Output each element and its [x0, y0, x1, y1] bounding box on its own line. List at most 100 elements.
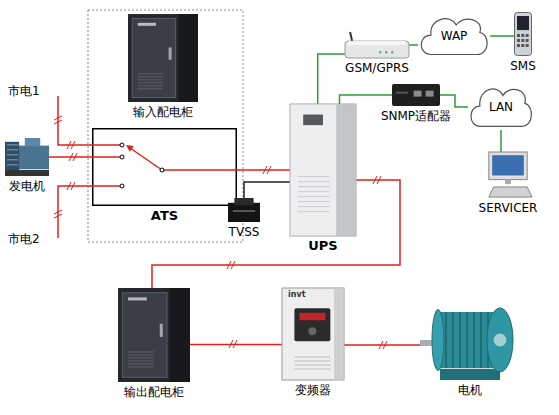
node-label: 电机	[458, 383, 482, 397]
vent-line	[138, 88, 163, 89]
ats-switch-blade	[130, 148, 162, 170]
brand-logo-text: invt	[288, 290, 305, 300]
monitor	[489, 152, 527, 180]
ups-vent	[298, 196, 330, 197]
node-shape	[228, 198, 260, 222]
vent-line	[128, 351, 154, 352]
keyboard	[489, 187, 532, 197]
node-label: LAN	[468, 100, 534, 114]
motor-rib	[445, 312, 447, 368]
node-label: SERVICER	[479, 201, 538, 215]
wire-line	[440, 95, 468, 107]
cabinet-icon: 输出配电柜	[118, 288, 190, 382]
ats-input-line	[92, 144, 120, 146]
adapter-port	[426, 91, 434, 97]
phone-screen	[517, 16, 529, 30]
wire-line	[490, 35, 514, 37]
node-shape	[128, 14, 198, 102]
motor-flange	[432, 310, 444, 371]
inverter-display	[299, 313, 325, 320]
vent-line	[128, 357, 154, 358]
inverter-vent	[294, 365, 330, 366]
dashed-group-box	[88, 10, 243, 242]
motor-fan-cover	[487, 308, 513, 372]
radiator-grid	[7, 149, 18, 150]
cloud-shape: LAN	[468, 84, 534, 130]
node-shape	[282, 288, 344, 380]
node-label: SMS	[510, 59, 536, 73]
inverter-icon: 变频器	[282, 288, 344, 380]
wire-line	[190, 344, 282, 346]
wire-line	[500, 130, 502, 152]
phone-key	[521, 34, 524, 37]
phone-key	[517, 34, 520, 37]
ups-vent	[298, 186, 330, 187]
wire-connector	[318, 54, 345, 104]
phone-key	[526, 44, 529, 47]
adapter-port	[414, 91, 422, 97]
inverter-vent	[294, 361, 330, 362]
tvss-top	[234, 198, 253, 205]
cabinet-body	[128, 14, 198, 102]
motor-icon: 电机	[420, 300, 520, 380]
ups-vent	[298, 206, 330, 207]
modem-icon: GSM/GPRS	[345, 32, 409, 58]
phone-key	[517, 44, 520, 47]
node-label: 输出配电柜	[124, 385, 184, 399]
cabinet-side	[170, 288, 190, 382]
vent-line	[128, 354, 154, 355]
node-shape	[345, 32, 409, 58]
node-shape	[290, 104, 356, 236]
node-label: ATS	[151, 209, 178, 223]
cabinet-side	[178, 14, 198, 102]
ups-vent	[298, 176, 330, 177]
mains-wire	[58, 186, 92, 238]
radiator-grid	[7, 164, 18, 165]
mains-wire	[58, 96, 92, 145]
wire-connector	[409, 45, 418, 46]
computer-icon: SERVICER	[484, 152, 532, 198]
radiator-grid	[7, 159, 18, 160]
node-shape	[5, 138, 49, 176]
phone-key	[521, 39, 524, 42]
node-label: TVSS	[229, 225, 260, 239]
ups-display	[303, 115, 323, 126]
node-label: GSM/GPRS	[345, 61, 409, 75]
monitor-screen	[492, 155, 524, 175]
cabinet-door	[122, 293, 167, 378]
radiator-grid	[7, 144, 18, 145]
ats-contact	[120, 143, 124, 147]
generator-icon: 发电机	[5, 138, 49, 176]
tvss-strip	[233, 210, 255, 212]
cabinet-door	[132, 18, 175, 97]
node-label: UPS	[308, 239, 337, 253]
motor-rib	[452, 312, 454, 368]
wire-connector	[190, 344, 282, 345]
modem-led	[385, 51, 387, 53]
vent-line	[138, 79, 163, 80]
modem-top	[348, 41, 406, 45]
cloud-shape: WAP	[418, 14, 490, 58]
ats-box	[93, 129, 237, 206]
ups-vent	[298, 211, 330, 212]
wire-line	[318, 54, 345, 104]
vent-line	[138, 73, 163, 74]
node-label: WAP	[418, 29, 490, 43]
motor-feet	[440, 369, 500, 380]
wire-line	[237, 169, 290, 171]
door-handle	[160, 324, 163, 337]
generator-base	[5, 170, 49, 176]
node-shape	[484, 152, 532, 198]
wire-connector	[501, 130, 502, 152]
logo-strip	[128, 297, 147, 300]
vent-line	[138, 85, 163, 86]
cabinet-body	[118, 288, 190, 382]
vent-line	[138, 76, 163, 77]
ats-box: ATS	[92, 128, 237, 206]
node-shape	[92, 128, 237, 206]
vent-line	[138, 82, 163, 83]
vent-line	[128, 360, 154, 361]
ups-icon: UPS	[290, 104, 356, 236]
door-handle	[169, 47, 172, 59]
ups-side	[336, 105, 355, 236]
